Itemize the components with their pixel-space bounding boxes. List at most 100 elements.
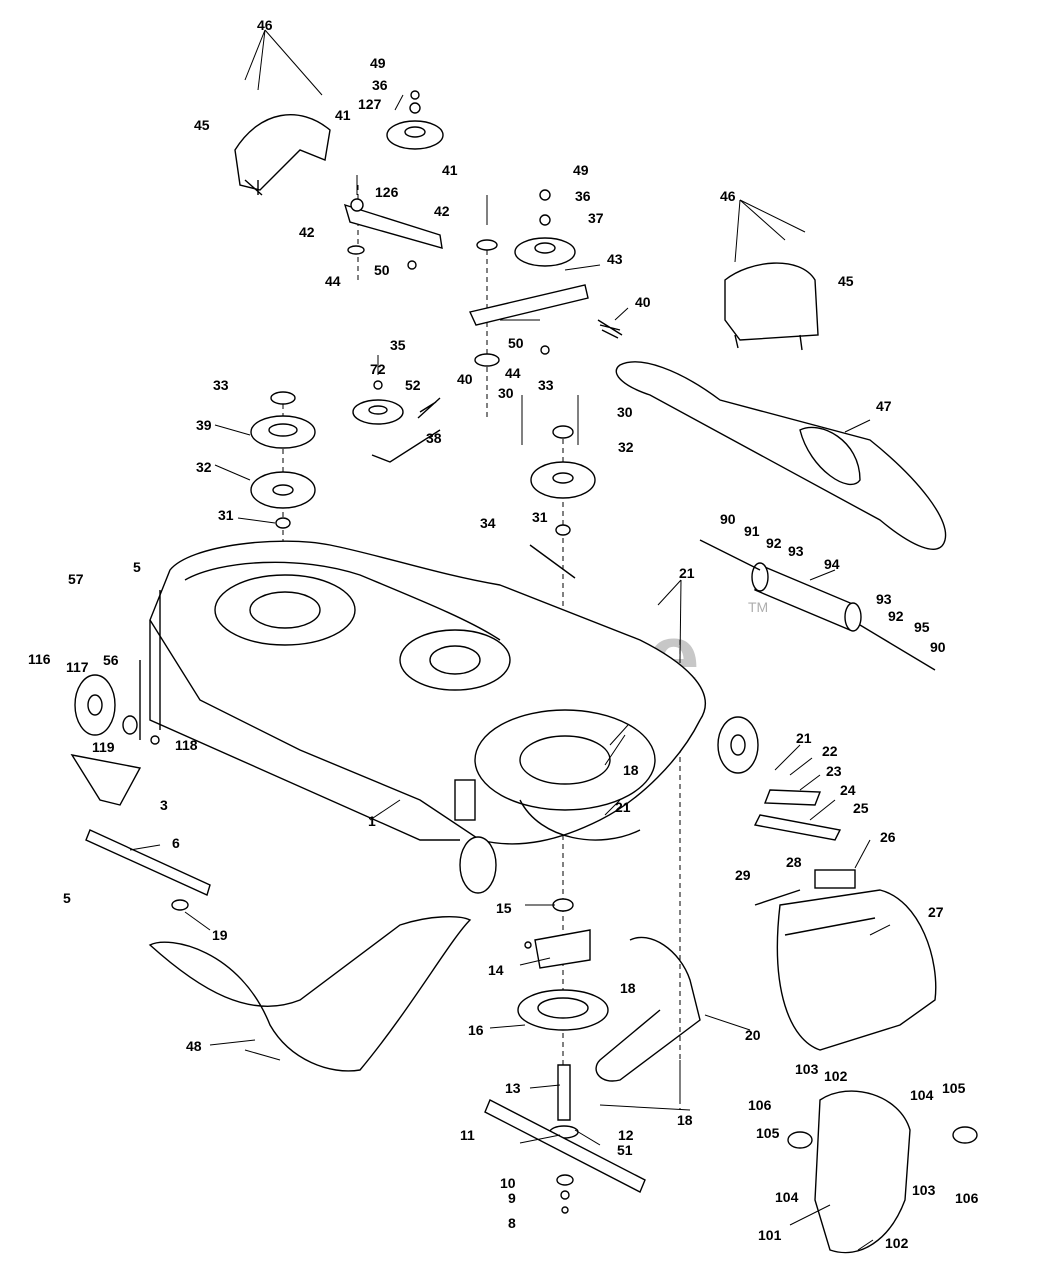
chute-deflector-rod: [595, 936, 701, 1082]
callout-117: 117: [66, 659, 89, 675]
callout-10: 10: [500, 1175, 516, 1191]
anti-scalp-roller: [699, 539, 936, 671]
callout-13: 13: [505, 1080, 521, 1096]
callout-5a: 5: [133, 559, 141, 575]
idler-arm-126: [343, 175, 443, 270]
callout-47: 47: [876, 398, 892, 414]
callout-36a: 36: [372, 77, 388, 93]
callout-18c: 18: [677, 1112, 693, 1128]
callout-56: 56: [103, 652, 119, 668]
mower-deck-housing: [74, 540, 759, 894]
callout-51: 51: [617, 1142, 633, 1158]
callout-23: 23: [826, 763, 842, 779]
callout-43: 43: [607, 251, 623, 267]
callout-49a: 49: [370, 55, 386, 71]
callout-101: 101: [758, 1227, 782, 1243]
callout-11: 11: [460, 1127, 475, 1143]
callout-18a: 18: [623, 762, 639, 778]
callout-46a: 46: [257, 17, 273, 33]
leader-lines: [129, 94, 891, 1251]
deck-linkage-left: [70, 660, 211, 911]
discharge-chute: [753, 789, 937, 1051]
callout-21b: 21: [679, 565, 695, 581]
callout-90b: 90: [930, 639, 946, 655]
callout-20: 20: [745, 1027, 761, 1043]
callout-28: 28: [786, 854, 802, 870]
callout-19: 19: [212, 927, 228, 943]
callout-39: 39: [196, 417, 212, 433]
callout-27: 27: [928, 904, 944, 920]
callout-72: 72: [370, 361, 386, 377]
callout-29: 29: [735, 867, 751, 883]
callout-32a: 32: [196, 459, 212, 475]
callout-35: 35: [390, 337, 406, 353]
callout-37: 37: [588, 210, 604, 226]
callout-50b: 50: [508, 335, 524, 351]
callout-102a: 102: [824, 1068, 848, 1084]
callout-21c: 21: [796, 730, 812, 746]
callout-92b: 92: [888, 608, 904, 624]
callout-9: 9: [508, 1190, 516, 1206]
idler-pulley-52: [352, 355, 441, 463]
callout-31a: 31: [218, 507, 234, 523]
callout-22: 22: [822, 743, 838, 759]
callout-21a: 21: [615, 799, 631, 815]
callout-1: 1: [368, 813, 376, 829]
pulley-stack-right: [521, 395, 596, 579]
callout-46b: 46: [720, 188, 736, 204]
callout-16: 16: [468, 1022, 484, 1038]
belt-cover-left: [234, 29, 331, 196]
callout-40a: 40: [635, 294, 651, 310]
callout-30a: 30: [498, 385, 514, 401]
callout-30b: 30: [617, 404, 633, 420]
callout-32b: 32: [618, 439, 634, 455]
callout-41b: 41: [442, 162, 458, 178]
idler-pulley-127: [386, 90, 444, 150]
callout-8: 8: [508, 1215, 516, 1231]
drive-belt-47: [615, 361, 947, 550]
callout-41a: 41: [335, 107, 351, 123]
callout-118: 118: [175, 737, 198, 753]
callout-93b: 93: [876, 591, 892, 607]
callout-42a: 42: [299, 224, 315, 240]
watermark-trademark: TM: [748, 599, 768, 615]
idler-bracket-43: [469, 189, 623, 367]
callout-90a: 90: [720, 511, 736, 527]
callout-33a: 33: [213, 377, 229, 393]
callout-95: 95: [914, 619, 930, 635]
callout-94: 94: [824, 556, 840, 572]
callout-105b: 105: [942, 1080, 966, 1096]
callout-50a: 50: [374, 262, 390, 278]
callout-14: 14: [488, 962, 504, 978]
callout-15: 15: [496, 900, 512, 916]
callout-44b: 44: [505, 365, 521, 381]
callout-3: 3: [160, 797, 168, 813]
callout-26: 26: [880, 829, 896, 845]
grass-guard: [787, 1090, 978, 1254]
callout-36b: 36: [575, 188, 591, 204]
belt-cover-right: [724, 199, 819, 351]
callout-34: 34: [480, 515, 496, 531]
callout-106b: 106: [955, 1190, 979, 1206]
callout-104b: 104: [910, 1087, 934, 1103]
callout-18b: 18: [620, 980, 636, 996]
callout-6: 6: [172, 835, 180, 851]
callout-12: 12: [618, 1127, 634, 1143]
callout-49b: 49: [573, 162, 589, 178]
callout-40b: 40: [457, 371, 473, 387]
callout-104a: 104: [775, 1189, 799, 1205]
callout-102b: 102: [885, 1235, 909, 1251]
callout-93a: 93: [788, 543, 804, 559]
callout-44a: 44: [325, 273, 341, 289]
callout-48: 48: [186, 1038, 202, 1054]
callout-24: 24: [840, 782, 856, 798]
callout-38: 38: [426, 430, 442, 446]
callout-52: 52: [405, 377, 421, 393]
callout-42b: 42: [434, 203, 450, 219]
callout-92a: 92: [766, 535, 782, 551]
callout-33b: 33: [538, 377, 554, 393]
callout-127: 127: [358, 96, 382, 112]
callout-25: 25: [853, 800, 869, 816]
callout-126: 126: [375, 184, 399, 200]
callout-103b: 103: [912, 1182, 936, 1198]
